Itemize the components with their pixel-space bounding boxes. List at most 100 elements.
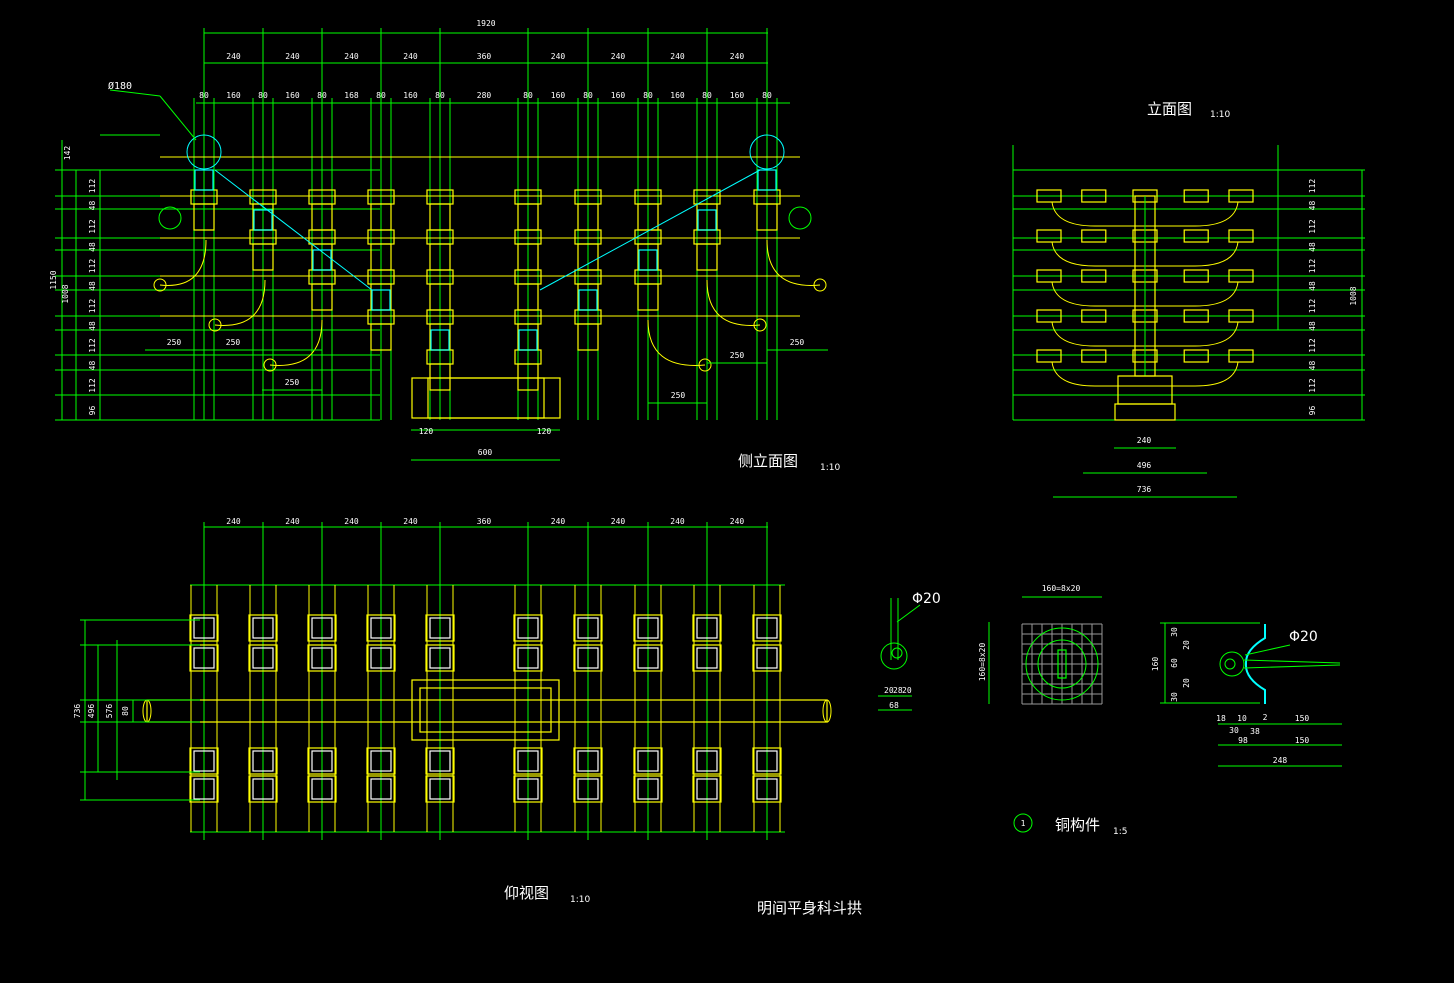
bracket-block [637,778,659,800]
bolt-v: 60 [1170,658,1179,668]
dim-label: 48 [1308,361,1317,371]
dim-label: 48 [88,281,97,291]
bracket-block [756,647,778,669]
bracket-block [193,647,215,669]
dim-label: 240 [226,52,241,61]
detail-marker-circle [1013,813,1033,833]
dim-label: 240 [403,517,418,526]
bracket-block [633,644,663,672]
bracket-block [248,747,278,775]
bracket-block [696,617,718,639]
bracket-block [1036,309,1062,323]
base-block [1117,375,1173,405]
bracket-block [692,644,722,672]
drawing-title: 明间平身科斗拱 [757,899,862,917]
bracket-block [370,647,392,669]
dim-label: 168 [344,91,359,100]
bolt-h: 98 [1238,736,1248,745]
section-block [757,169,777,191]
dim-label: 240 [611,517,626,526]
bolt-h: 30 [1229,726,1239,735]
dim-arm: 250 [167,338,182,347]
dim-label: 240 [285,52,300,61]
dim-label: 240 [670,52,685,61]
bracket-block [637,283,659,311]
dim-label: 112 [1308,338,1317,353]
bracket-block [1036,349,1062,363]
scroll-arm [706,279,761,326]
bracket-block [311,283,333,311]
section-block [430,329,450,351]
dim-base-600: 600 [478,448,493,457]
dim-label: 280 [477,91,492,100]
dim-label: 160 [611,91,626,100]
scroll-curl [753,318,767,332]
bracket-block [573,614,603,642]
dim-label: 112 [88,338,97,353]
scroll-arm [269,319,323,366]
scroll-curl [153,278,167,292]
dim-label: 240 [403,52,418,61]
hook-total: 68 [889,701,899,710]
bracket-block [193,750,215,772]
bracket-block [577,778,599,800]
section-block [253,209,273,231]
bracket-block [633,775,663,803]
front-elevation-title: 立面图 [1147,100,1192,118]
bracket-block [425,614,455,642]
bracket-block [696,647,718,669]
dim-base-120a: 120 [419,427,434,436]
bracket-block [193,617,215,639]
dim-label: 80 [702,91,712,100]
dim-label: 112 [88,259,97,274]
dim-overall: 1920 [476,19,495,28]
bracket-block [307,644,337,672]
dim-label: 240 [670,517,685,526]
leader-line [896,604,921,623]
leader-line [1244,644,1291,656]
dim-label: 112 [1308,259,1317,274]
bracket-block [311,750,333,772]
bracket-block [752,775,782,803]
dim-front-total: 1008 [1349,286,1358,305]
dim-label: 80 [435,91,445,100]
bracket-block [189,644,219,672]
dim-plan-496: 496 [87,704,96,719]
bracket-block [573,747,603,775]
front-elevation-scale: 1:10 [1210,110,1230,120]
bracket-block [1183,229,1209,243]
bolt-eye [1224,658,1236,670]
bolt-h: 150 [1295,714,1310,723]
bracket-block [1081,229,1107,243]
bracket-block [189,747,219,775]
bolt-loop [1219,651,1245,677]
cloud-ornament [158,206,182,230]
bracket-block [311,647,333,669]
dim-label: 160 [403,91,418,100]
dim-plan-576: 576 [105,704,114,719]
bracket-block [696,243,718,271]
bracket-block [1081,269,1107,283]
bracket-block [513,775,543,803]
dim-label: 240 [226,517,241,526]
hook-dim: 28 [893,686,903,695]
bracket-block [370,617,392,639]
bracket-block [193,203,215,231]
dim-label: 96 [88,406,97,416]
dim-arm: 250 [671,391,686,400]
dim-label: 160 [226,91,241,100]
copper-part-scale: 1:5 [1113,827,1127,837]
hook-dim: 20 [902,686,912,695]
cloud-ornament [788,206,812,230]
bracket-block [189,775,219,803]
dim-label: 360 [477,52,492,61]
bracket-block [1228,269,1254,283]
bracket-block [370,323,392,351]
bracket-block [573,644,603,672]
bracket-block [756,617,778,639]
bracket-block [1228,349,1254,363]
bracket-block [1183,309,1209,323]
bracket-block [1183,269,1209,283]
